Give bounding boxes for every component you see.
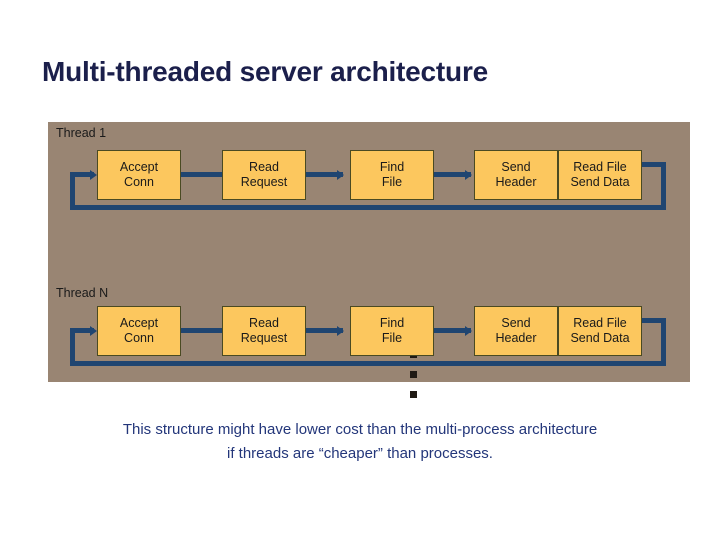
thread-1-loop-entry-arrow-icon (90, 169, 97, 180)
ellipsis-dot-2 (410, 371, 417, 378)
slide-caption: This structure might have lower cost tha… (30, 418, 690, 466)
stage-label-line2: Request (240, 331, 288, 345)
stage-label-line1: Find (379, 160, 405, 174)
thread-1-loop-top-segment (642, 162, 666, 167)
thread-n-arrow-2-icon (337, 325, 344, 336)
stage-label-line1: Accept (119, 160, 159, 174)
stage-label-line1: Read File (573, 316, 627, 330)
thread-1-stage-find-file[interactable]: Find File (350, 150, 434, 200)
thread-1-stage-send-header[interactable]: Send Header (474, 150, 558, 200)
thread-1-loop-left-segment (70, 174, 75, 210)
thread-n-loop-right-segment (661, 318, 666, 366)
thread-n-stage-read-request[interactable]: Read Request (222, 306, 306, 356)
stage-label-line2: Send Data (570, 331, 630, 345)
stage-label-line1: Send (501, 160, 531, 174)
stage-label-line2: Conn (124, 175, 154, 189)
stage-label-line1: Find (379, 316, 405, 330)
thread-n-loop-entry-line (70, 328, 94, 333)
stage-label-line2: Header (495, 175, 537, 189)
stage-label-line2: File (381, 175, 403, 189)
thread-1-loop-right-segment (661, 162, 666, 210)
thread-n-stage-send-header[interactable]: Send Header (474, 306, 558, 356)
stage-label-line1: Read (249, 316, 279, 330)
vertical-ellipsis-icon (410, 351, 418, 401)
thread-n-stage-find-file[interactable]: Find File (350, 306, 434, 356)
thread-n-loop-bottom-segment (70, 361, 666, 366)
thread-1-arrow-2-icon (337, 169, 344, 180)
thread-n-loop-top-segment (642, 318, 666, 323)
stage-label-line2: Request (240, 175, 288, 189)
thread-n-stage-accept-conn[interactable]: Accept Conn (97, 306, 181, 356)
stage-label-line1: Send (501, 316, 531, 330)
stage-label-line1: Read File (573, 160, 627, 174)
stage-label-line2: Send Data (570, 175, 630, 189)
thread-1-loop-entry-line (70, 172, 94, 177)
ellipsis-dot-3 (410, 391, 417, 398)
thread-1-arrow-3-icon (465, 169, 472, 180)
thread-1-loop-bottom-segment (70, 205, 666, 210)
thread-1-stage-read-request[interactable]: Read Request (222, 150, 306, 200)
caption-line-1: This structure might have lower cost tha… (122, 421, 598, 438)
thread-1-label: Thread 1 (56, 126, 107, 140)
stage-label-line2: Header (495, 331, 537, 345)
thread-n-arrow-3-line (434, 328, 471, 333)
stage-label-line2: File (381, 331, 403, 345)
thread-n-arrow-1-line (181, 328, 255, 333)
thread-n-loop-entry-arrow-icon (90, 325, 97, 336)
thread-n-loop-left-segment (70, 330, 75, 366)
page-title: Multi-threaded server architecture (42, 56, 489, 87)
thread-n-arrow-3-icon (465, 325, 472, 336)
diagram-panel: Thread 1 Accept Conn Read Request Find F… (48, 122, 690, 398)
thread-1-arrow-3-line (434, 172, 471, 177)
thread-1-arrow-2-line (306, 172, 343, 177)
thread-1-stage-accept-conn[interactable]: Accept Conn (97, 150, 181, 200)
thread-n-arrow-2-line (306, 328, 343, 333)
thread-1-arrow-1-line (181, 172, 255, 177)
stage-label-line2: Conn (124, 331, 154, 345)
thread-1-stage-read-file-send-data[interactable]: Read File Send Data (558, 150, 642, 200)
thread-n-stage-read-file-send-data[interactable]: Read File Send Data (558, 306, 642, 356)
stage-label-line1: Accept (119, 316, 159, 330)
stage-label-line1: Read (249, 160, 279, 174)
caption-line-2: if threads are “cheaper” than processes. (227, 445, 493, 462)
thread-n-label: Thread N (56, 286, 109, 300)
